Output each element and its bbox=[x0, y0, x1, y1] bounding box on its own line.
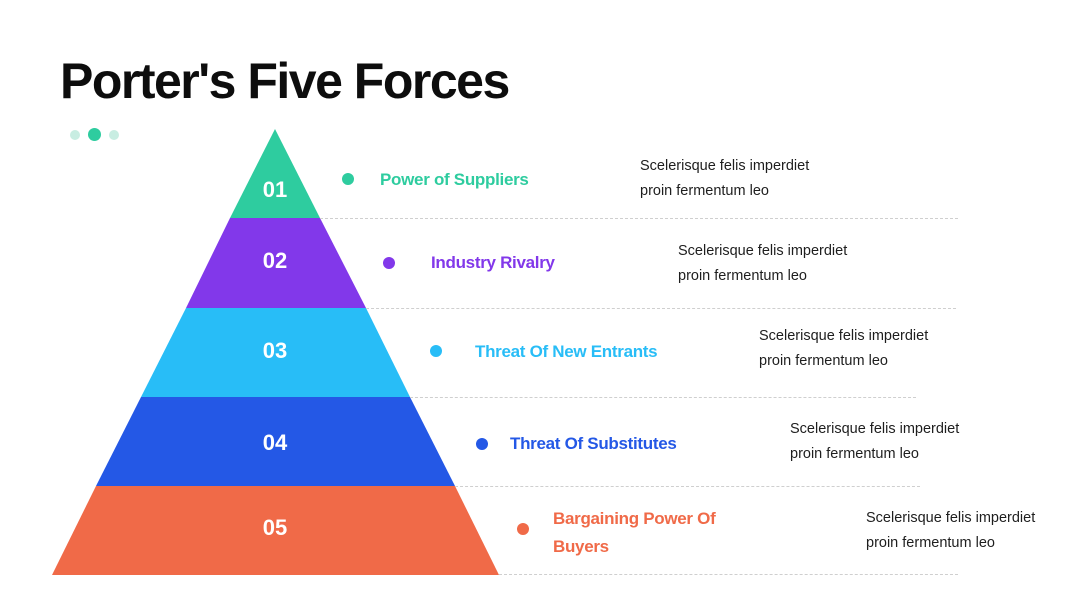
desc-line: proin fermentum leo bbox=[866, 535, 995, 551]
tier-number-5: 05 bbox=[263, 515, 287, 540]
bullet-icon-4 bbox=[476, 438, 488, 450]
decor-dot bbox=[109, 129, 119, 140]
decorative-dots bbox=[70, 128, 127, 141]
force-label-4: Threat Of Substitutes bbox=[510, 434, 677, 453]
desc-line: Scelerisque felis imperdiet bbox=[640, 158, 810, 174]
divider-3 bbox=[410, 397, 916, 398]
bullet-icon-1 bbox=[342, 173, 354, 185]
force-label-3: Threat Of New Entrants bbox=[475, 342, 658, 361]
tier-number-1: 01 bbox=[263, 177, 287, 202]
pyramid-tier-5 bbox=[52, 486, 499, 575]
force-description-5: Scelerisque felis imperdiet proin fermen… bbox=[866, 506, 1066, 556]
decor-dot bbox=[70, 129, 80, 140]
desc-line: Scelerisque felis imperdiet bbox=[866, 510, 1036, 526]
desc-line: proin fermentum leo bbox=[759, 353, 888, 369]
desc-line: proin fermentum leo bbox=[678, 268, 807, 284]
force-label-5: Bargaining Power Of Buyers bbox=[553, 509, 716, 556]
bullet-icon-3 bbox=[430, 345, 442, 357]
tier-number-2: 02 bbox=[263, 248, 287, 273]
desc-line: Scelerisque felis imperdiet bbox=[790, 421, 960, 437]
tier-number-3: 03 bbox=[263, 338, 287, 363]
tier-number-4: 04 bbox=[263, 430, 288, 455]
bullet-icon-2 bbox=[383, 257, 395, 269]
divider-1 bbox=[320, 218, 958, 219]
decor-dot-active bbox=[88, 128, 101, 141]
force-description-3: Scelerisque felis imperdiet proin fermen… bbox=[759, 324, 959, 374]
pyramid-tier-2 bbox=[186, 218, 366, 308]
pyramid-tier-4 bbox=[96, 397, 455, 486]
force-description-1: Scelerisque felis imperdiet proin fermen… bbox=[640, 154, 840, 204]
divider-2 bbox=[366, 308, 956, 309]
pyramid-tier-3 bbox=[141, 308, 410, 397]
desc-line: Scelerisque felis imperdiet bbox=[759, 328, 929, 344]
bullet-icon-5 bbox=[517, 523, 529, 535]
desc-line: Scelerisque felis imperdiet bbox=[678, 243, 848, 259]
desc-line: proin fermentum leo bbox=[640, 183, 769, 199]
pyramid-tier-1 bbox=[230, 129, 320, 218]
force-description-2: Scelerisque felis imperdiet proin fermen… bbox=[678, 239, 878, 289]
desc-line: proin fermentum leo bbox=[790, 446, 919, 462]
force-description-4: Scelerisque felis imperdiet proin fermen… bbox=[790, 417, 990, 467]
force-label-2: Industry Rivalry bbox=[431, 253, 555, 272]
page-title: Porter's Five Forces bbox=[60, 53, 510, 109]
force-label-1: Power of Suppliers bbox=[380, 170, 529, 189]
divider-4 bbox=[455, 486, 920, 487]
divider-5 bbox=[499, 574, 958, 575]
